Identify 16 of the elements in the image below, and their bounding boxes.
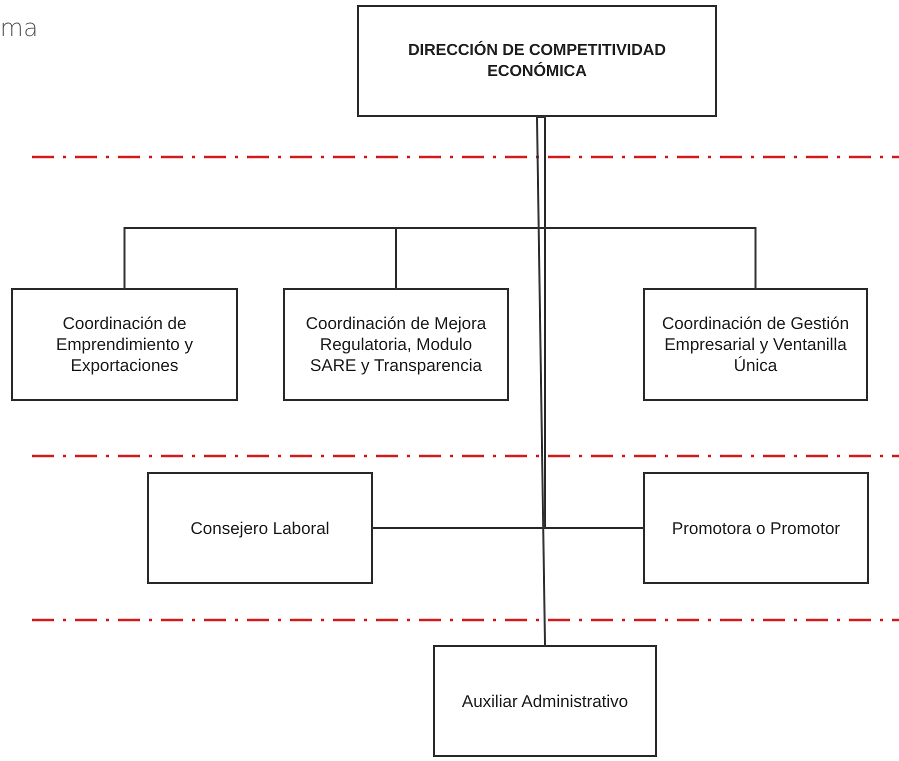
- connector-line: [536, 116, 546, 646]
- org-box: [11, 288, 238, 401]
- org-box: [643, 288, 868, 401]
- role-title: Auxiliar Administrativo: [462, 690, 628, 712]
- role-title: DIRECCIÓN DE COMPETITIVIDAD ECONÓMICA: [407, 40, 667, 82]
- role-title: Coordinación de Gestión Empresarial y Ventanilla Única: [660, 313, 850, 376]
- role-title: Promotora o Promotor: [672, 518, 840, 538]
- org-box: [643, 472, 869, 584]
- org-box: [147, 472, 373, 584]
- org-box: [283, 288, 509, 401]
- role-title: Coordinación de Emprendimiento y Exportaciones: [54, 313, 194, 376]
- role-title: Coordinación de Mejora Regulatoria, Modulo SARE y Transparencia: [304, 313, 488, 376]
- role-title: Consejero Laboral: [190, 518, 330, 538]
- org-box: [433, 645, 657, 757]
- heading-fragment: ma: [0, 14, 38, 42]
- org-box: [357, 5, 717, 117]
